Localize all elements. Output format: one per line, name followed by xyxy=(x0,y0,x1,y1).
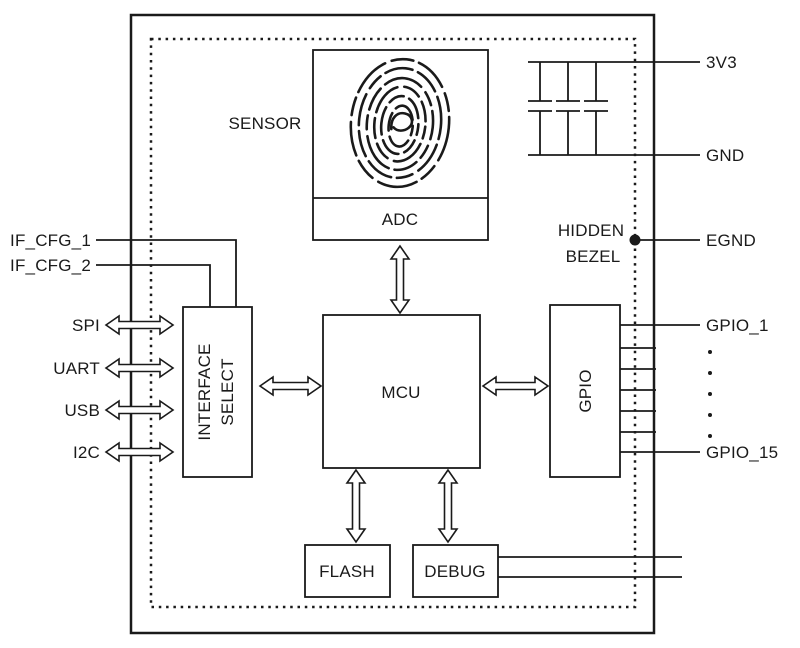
capacitor-icon-3 xyxy=(584,62,608,155)
fingerprint-icon xyxy=(349,57,451,189)
pin-label-egnd: EGND xyxy=(706,231,756,250)
gpio-stub-lines xyxy=(620,347,656,433)
pin-label-gpio-15: GPIO_15 xyxy=(706,443,778,462)
pin-label-gnd: GND xyxy=(706,146,744,165)
pin-line-if-cfg-2 xyxy=(96,264,211,307)
interface-select-label-line2: SELECT xyxy=(218,358,237,425)
pin-label-if-cfg-1: IF_CFG_1 xyxy=(10,231,91,250)
pin-label-spi: SPI xyxy=(72,316,100,335)
arrow-mcu-flash xyxy=(345,468,367,544)
egnd-dot xyxy=(629,234,641,246)
arrow-usb xyxy=(104,399,175,421)
pin-label-3v3: 3V3 xyxy=(706,53,737,72)
pin-label-if-cfg-2: IF_CFG_2 xyxy=(10,256,91,275)
arrow-interface-mcu xyxy=(258,375,323,397)
arrow-i2c xyxy=(104,441,175,463)
interface-select-block xyxy=(182,306,253,478)
pin-label-gpio-1: GPIO_1 xyxy=(706,316,769,335)
pin-label-uart: UART xyxy=(53,359,100,378)
capacitor-icon-1 xyxy=(528,62,552,155)
debug-label: DEBUG xyxy=(424,562,485,581)
arrow-spi xyxy=(104,314,175,336)
capacitor-icon-2 xyxy=(556,62,580,155)
outer-border xyxy=(129,13,656,635)
flash-block xyxy=(304,544,391,598)
arrow-mcu-debug xyxy=(437,468,459,544)
gpio-ellipsis-dots xyxy=(708,350,712,438)
interface-select-label-line1: INTERFACE xyxy=(195,343,214,440)
arrow-mcu-gpio xyxy=(481,375,550,397)
pin-line-if-cfg-1 xyxy=(96,239,237,307)
debug-block xyxy=(412,544,499,598)
mcu-block xyxy=(322,314,481,469)
hidden-bezel-label-line2: BEZEL xyxy=(566,247,621,266)
arrow-uart xyxy=(104,357,175,379)
flash-label: FLASH xyxy=(319,562,375,581)
mcu-label: MCU xyxy=(381,383,420,402)
sensor-block xyxy=(312,49,489,241)
pin-label-i2c: I2C xyxy=(73,443,100,462)
gpio-label: GPIO xyxy=(576,369,595,412)
arrow-sensor-mcu xyxy=(389,244,411,315)
sensor-label: SENSOR xyxy=(229,114,302,133)
adc-label: ADC xyxy=(382,210,419,229)
pin-label-usb: USB xyxy=(64,401,100,420)
gpio-block xyxy=(549,304,621,478)
hidden-bezel-label-line1: HIDDEN xyxy=(558,221,624,240)
hidden-bezel-border xyxy=(149,37,637,609)
